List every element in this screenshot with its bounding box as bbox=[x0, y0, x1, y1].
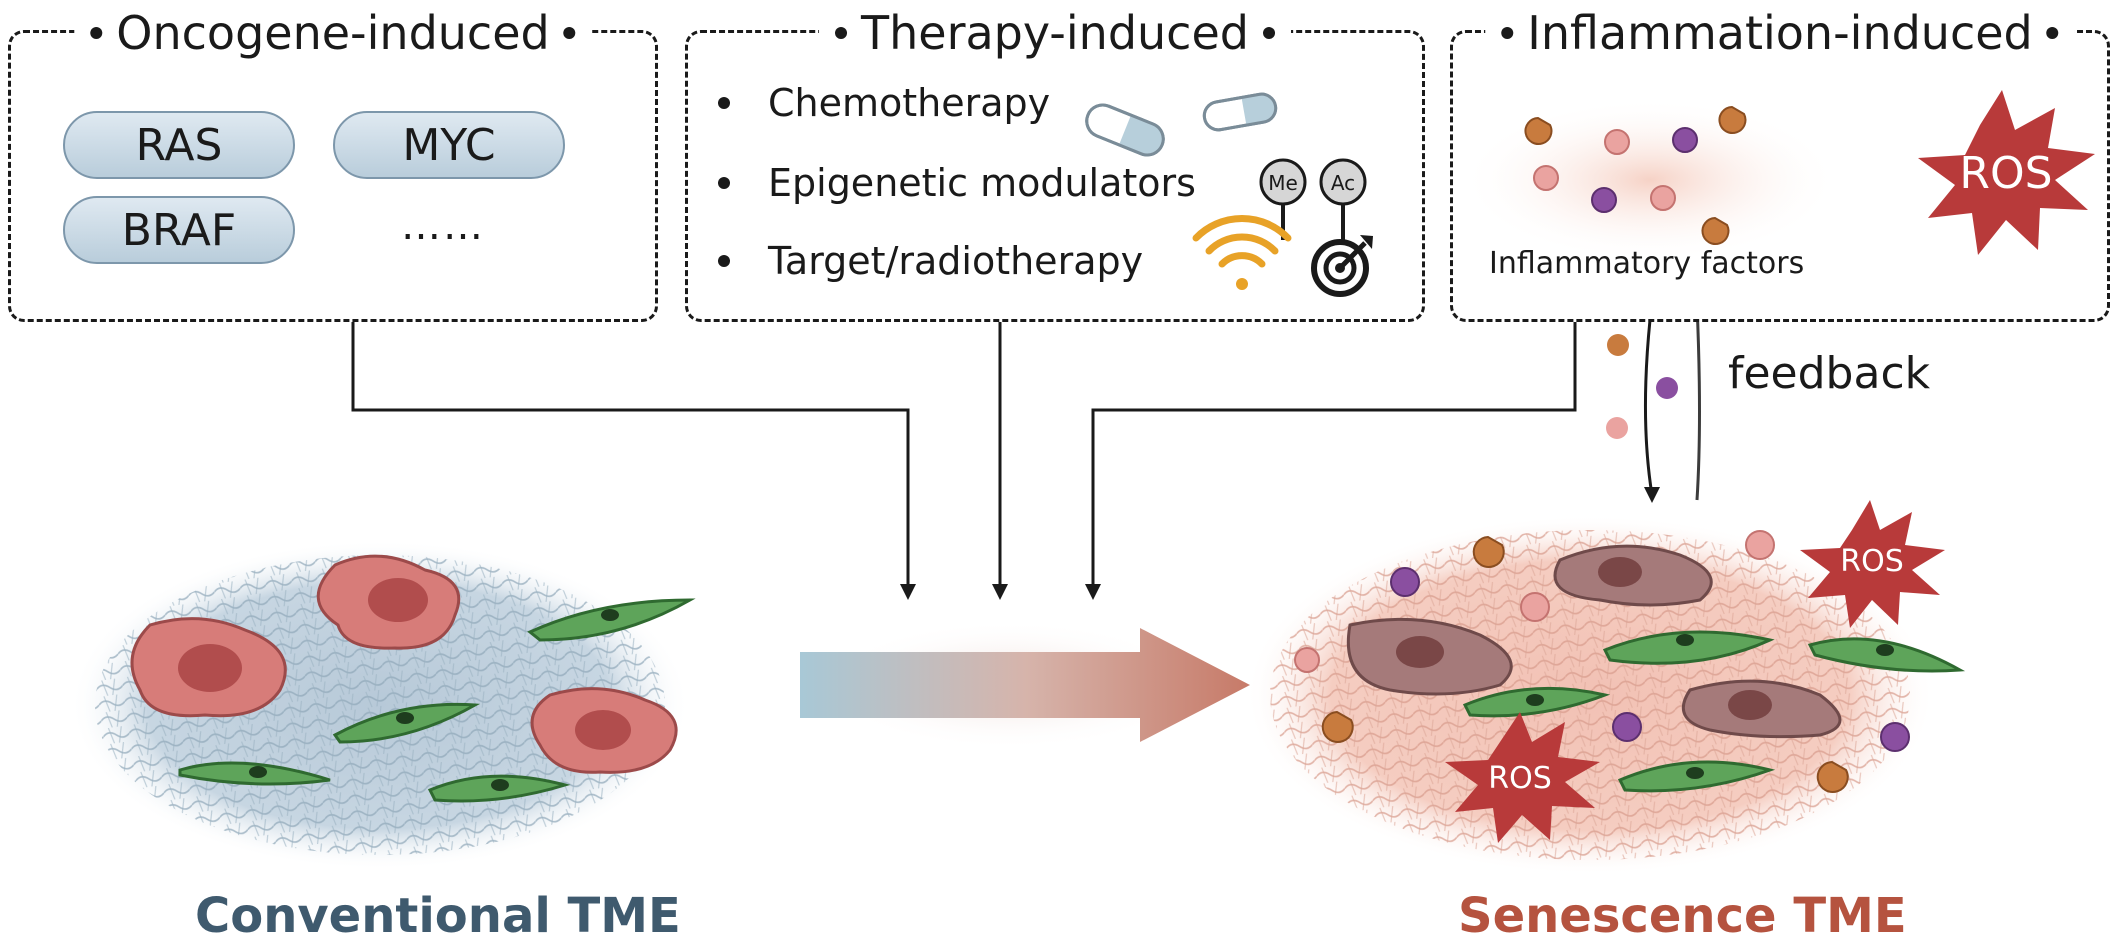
therapy-item-chemotherapy: Chemotherapy bbox=[718, 81, 1050, 125]
inflammatory-particles bbox=[1294, 530, 1910, 793]
transition-arrow bbox=[800, 620, 1250, 750]
connector-oncogene bbox=[351, 320, 910, 595]
title-dot bbox=[90, 27, 103, 39]
fibroblast bbox=[527, 598, 696, 642]
ros-burst bbox=[1445, 712, 1600, 843]
bullet bbox=[718, 255, 730, 267]
inflammatory-factors-label: Inflammatory factors bbox=[1489, 246, 1805, 281]
fibroblast bbox=[332, 702, 481, 744]
tumor-cell bbox=[316, 554, 461, 650]
senescent-cell bbox=[1681, 679, 1842, 739]
fibroblast bbox=[427, 774, 571, 803]
therapy-title: Therapy-induced bbox=[819, 3, 1291, 63]
gene-pill-braf: BRAF bbox=[63, 196, 295, 264]
therapy-item-label: Epigenetic modulators bbox=[768, 161, 1196, 205]
fibroblast bbox=[178, 761, 331, 786]
fibroblast bbox=[1617, 760, 1776, 793]
inflammation-box: Inflammation-induced ROS Inflammatory fa… bbox=[1450, 3, 2110, 322]
therapy-item-label: Chemotherapy bbox=[768, 81, 1051, 125]
gene-pill-ras: RAS bbox=[63, 111, 295, 179]
therapy-box: Therapy-induced Chemotherapy Epigenetic … bbox=[685, 3, 1425, 322]
therapy-item-label: Target/radiotherapy bbox=[768, 239, 1144, 283]
inflammation-title-text: Inflammation-induced bbox=[1527, 6, 2033, 60]
oncogene-box: Oncogene-induced RAS MYC BRAF …… bbox=[8, 3, 658, 322]
radiation-wave-icon bbox=[1192, 215, 1292, 290]
acetyl-mark-icon: Ac bbox=[1319, 158, 1367, 240]
title-dot bbox=[2046, 27, 2059, 39]
conventional-tme-label: Conventional TME bbox=[195, 888, 681, 944]
therapy-title-text: Therapy-induced bbox=[861, 6, 1249, 60]
ros-label: ROS bbox=[1840, 544, 1904, 579]
oncogene-title: Oncogene-induced bbox=[74, 3, 592, 63]
target-icon bbox=[1311, 235, 1373, 297]
gene-pill-myc: MYC bbox=[333, 111, 565, 179]
arrowheads bbox=[900, 584, 1101, 600]
more-genes-ellipsis: …… bbox=[401, 203, 485, 249]
title-dot bbox=[1501, 27, 1514, 39]
title-dot bbox=[563, 27, 576, 39]
therapy-item-epigenetic: Epigenetic modulators bbox=[718, 161, 1196, 205]
conventional-tme-illustration bbox=[70, 540, 696, 870]
senescence-tme-illustration: ROS ROS bbox=[1245, 500, 1966, 875]
ros-label: ROS bbox=[1488, 761, 1552, 796]
fibroblast bbox=[1807, 637, 1966, 673]
tumor-cell bbox=[530, 687, 678, 774]
bullet bbox=[718, 177, 730, 189]
title-dot bbox=[1262, 27, 1275, 39]
connector-inflammation bbox=[1091, 320, 1577, 595]
ros-burst bbox=[1800, 500, 1945, 628]
ros-burst-label: ROS bbox=[1959, 148, 2052, 199]
pill-capsule-icon bbox=[1085, 103, 1165, 157]
title-dot bbox=[835, 27, 848, 39]
fibroblast bbox=[1462, 686, 1611, 718]
methyl-mark-label: Me bbox=[1268, 171, 1298, 195]
connector-lines bbox=[351, 320, 1577, 595]
senescence-tme-label: Senescence TME bbox=[1458, 888, 1907, 944]
inflammation-title: Inflammation-induced bbox=[1485, 3, 2075, 63]
pill-capsule-icon bbox=[1202, 92, 1278, 132]
senescent-cell bbox=[1553, 544, 1713, 607]
therapy-item-target-radiotherapy: Target/radiotherapy bbox=[718, 239, 1143, 283]
inflammation-art: ROS bbox=[1460, 90, 2095, 262]
oncogene-title-text: Oncogene-induced bbox=[116, 6, 550, 60]
feedback-label: feedback bbox=[1728, 348, 1931, 399]
bullet bbox=[718, 97, 730, 109]
acetyl-mark-label: Ac bbox=[1331, 171, 1355, 195]
ros-burst-icon bbox=[1918, 90, 2095, 255]
tumor-cell bbox=[130, 617, 287, 718]
inflammatory-factor-particles bbox=[1524, 105, 1747, 245]
senescent-cell bbox=[1346, 617, 1513, 696]
feedback-arrows bbox=[1606, 297, 1705, 503]
methyl-mark-icon: Me bbox=[1259, 158, 1307, 240]
fibroblast bbox=[1602, 630, 1775, 665]
